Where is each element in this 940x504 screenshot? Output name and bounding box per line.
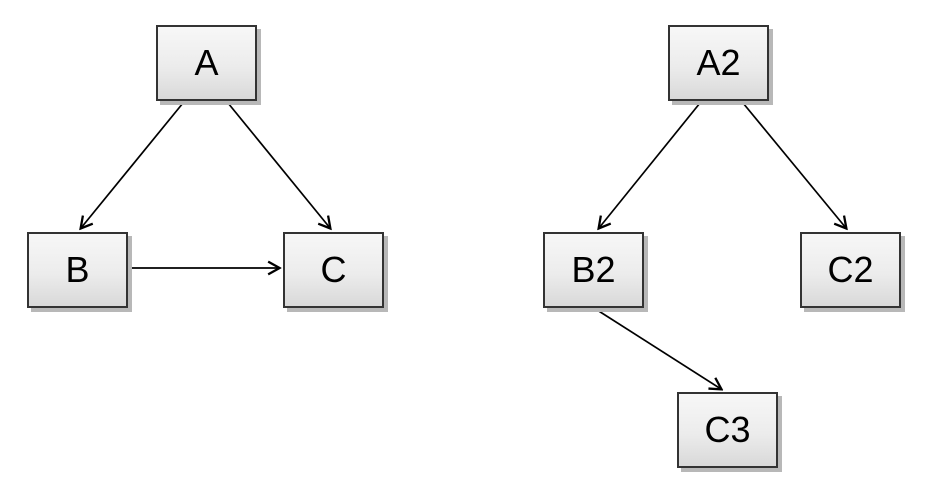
node-C[interactable]: C (283, 232, 384, 308)
edge-A-to-C (227, 102, 330, 228)
node-C2-label: C2 (827, 249, 874, 290)
node-A-label: A (194, 42, 219, 83)
node-A2-label: A2 (696, 42, 741, 83)
node-A[interactable]: A (156, 25, 257, 101)
node-B[interactable]: B (27, 232, 128, 308)
node-C2[interactable]: C2 (800, 232, 901, 308)
node-B2[interactable]: B2 (543, 232, 644, 308)
node-B2-label: B2 (571, 249, 616, 290)
node-B-label: B (65, 249, 90, 290)
edge-A2-to-B2 (599, 102, 701, 228)
node-C-label: C (320, 249, 347, 290)
node-C3-label: C3 (704, 409, 751, 450)
edge-A2-to-C2 (742, 102, 846, 228)
node-A2[interactable]: A2 (668, 25, 769, 101)
edge-A-to-B (81, 102, 184, 228)
edge-B2-to-C3 (593, 307, 721, 389)
node-C3[interactable]: C3 (677, 392, 778, 468)
